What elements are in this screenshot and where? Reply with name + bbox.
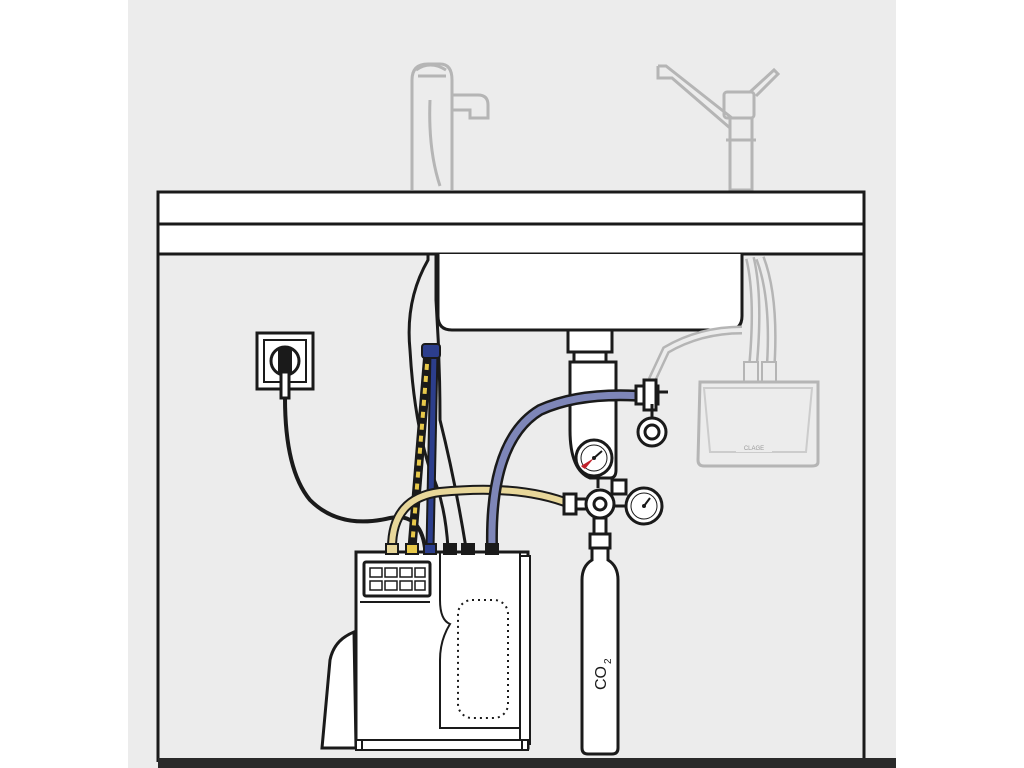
unit-top-connectors [385, 543, 499, 555]
cold-water-supply-hose [485, 389, 643, 547]
cabinet [156, 254, 866, 762]
unit-rear-housing [320, 629, 358, 750]
tap-connector-line-1 [407, 254, 450, 549]
cooling-hose [407, 351, 433, 549]
mixer-tap-icon [656, 64, 781, 192]
pressure-gauge-upper [574, 438, 614, 478]
co2-label: CO [593, 666, 610, 690]
co2-label-subscript: 2 [603, 658, 614, 664]
co2-regulator [562, 476, 628, 550]
tap-connector-line-2 [434, 254, 468, 549]
angle-valve [634, 378, 668, 448]
unit-control-panel [362, 560, 432, 598]
sink-basin [436, 254, 744, 332]
co2-cylinder [580, 546, 620, 756]
wall-socket [255, 331, 315, 400]
water-heater: CLAGE [647, 256, 820, 468]
pressure-gauge-lower [624, 486, 664, 526]
heater-brand-label: CLAGE [744, 446, 764, 452]
countertop [156, 190, 866, 256]
dark-blue-hose [425, 351, 439, 549]
co2-supply-hose [387, 484, 572, 549]
boiling-water-tap-icon [410, 62, 490, 190]
floor [158, 758, 896, 768]
hose-connector [421, 343, 441, 359]
